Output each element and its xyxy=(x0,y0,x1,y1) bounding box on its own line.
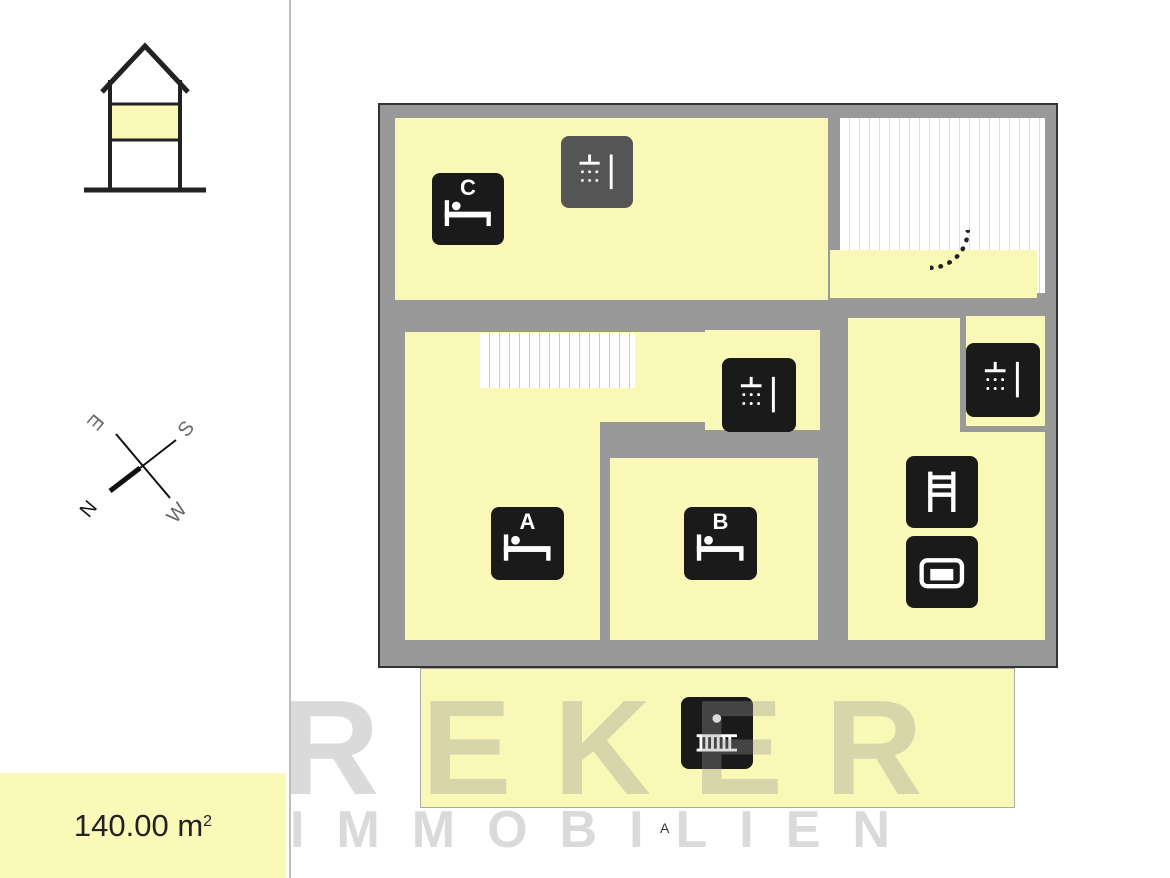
shower-icon-middle xyxy=(722,358,796,432)
watermark-brand: REKER xyxy=(282,672,965,823)
shower-icon-top xyxy=(561,136,633,208)
chair-icon xyxy=(906,456,978,528)
staircase-down xyxy=(480,333,635,388)
bed-icon-c: C xyxy=(432,173,504,245)
bed-icon-a: A xyxy=(491,507,564,580)
bed-icon-b: B xyxy=(684,507,757,580)
room-label-b: B xyxy=(712,509,729,534)
compass-rose-icon xyxy=(108,433,177,499)
watermark-sub: IMMOBILIEN xyxy=(290,801,922,859)
floor-plan: C A B A REKER IMMOBILIEN xyxy=(282,0,1170,878)
sofa-icon xyxy=(906,536,978,608)
shower-icon-right xyxy=(966,343,1040,417)
area-value: 140.00 m xyxy=(73,807,204,843)
compass: E S N W xyxy=(60,380,240,540)
section-marker: A xyxy=(660,820,670,836)
room-label-a: A xyxy=(519,509,536,534)
balcony-icon xyxy=(681,697,753,769)
house-section-icon xyxy=(84,42,206,193)
area-exponent: 2 xyxy=(203,812,213,830)
room-label-c: C xyxy=(460,175,476,200)
